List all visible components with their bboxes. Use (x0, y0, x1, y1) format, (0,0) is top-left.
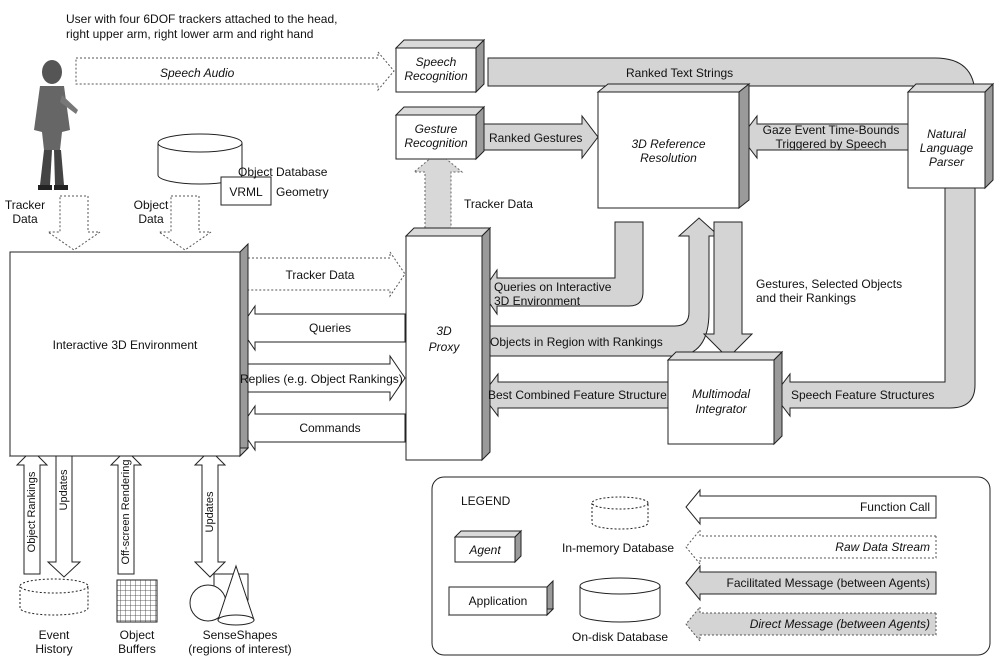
interactive-3d-environment-label: Interactive 3D Environment (52, 338, 198, 352)
multimodal-integrator-box (666, 350, 784, 446)
legend-title: LEGEND (461, 494, 511, 508)
object-database-label: Object Database (238, 165, 328, 179)
object-rankings-arrow (15, 449, 49, 575)
object-data-label2: Data (138, 212, 164, 226)
speech-recognition-label2: Recognition (404, 69, 468, 83)
tracker-data-env-label: Tracker Data (285, 268, 355, 282)
replies-arrow (239, 354, 406, 402)
legend-on-disk-label: On-disk Database (572, 630, 669, 644)
speech-recognition-box (394, 38, 486, 94)
legend-agent-label: Agent (469, 543, 501, 557)
user-figure-icon (34, 60, 78, 190)
nl-parser-label2: Language (919, 141, 974, 155)
queries-label: Queries (308, 321, 352, 335)
offscreen-rendering-arrow (109, 449, 143, 575)
commands-label: Commands (299, 421, 361, 435)
nl-parser-label3: Parser (928, 155, 965, 169)
gesture-recognition-label2: Recognition (404, 136, 468, 150)
ranked-gestures-label: Ranked Gestures (489, 131, 583, 145)
legend-function-call-label: Function Call (859, 500, 930, 514)
reference-resolution-label2: Resolution (640, 151, 697, 165)
gestures-selected-label1: Gestures, Selected Objects (756, 277, 903, 291)
nl-parser-label1: Natural (927, 127, 966, 141)
tracker-data-user-label2: Data (12, 212, 38, 226)
best-combined-label: Best Combined Feature Structure (488, 388, 667, 402)
proxy-label2: Proxy (428, 340, 460, 354)
senseshapes-icon (189, 564, 255, 626)
object-buffers-label1: Object (119, 628, 155, 642)
replies-label: Replies (e.g. Object Rankings) (240, 372, 403, 386)
user-caption-line2: right upper arm, right lower arm and rig… (66, 27, 314, 41)
user-caption-line1: User with four 6DOF trackers attached to… (66, 12, 338, 26)
updates-left-arrow (46, 449, 82, 578)
multimodal-integrator-label1: Multimodal (691, 387, 751, 401)
speech-audio-arrow (75, 50, 395, 92)
tracker-data-user-arrow (46, 195, 102, 251)
gaze-event-label1: Gaze Event Time-Bounds (762, 123, 900, 137)
legend-in-memory-label: In-memory Database (562, 541, 675, 555)
gestures-selected-arrow (702, 221, 754, 359)
vrml-label: VRML (229, 185, 263, 199)
legend-direct-label: Direct Message (between Agents) (749, 617, 930, 631)
offscreen-rendering-label: Off-screen Rendering (120, 459, 132, 565)
tracker-data-up-label: Tracker Data (464, 197, 533, 211)
gesture-recognition-label1: Gesture (414, 122, 458, 136)
queries-interactive-label1: Queries on Interactive (494, 280, 612, 294)
event-history-icon (19, 578, 89, 616)
ranked-text-label: Ranked Text Strings (626, 66, 734, 80)
queries-interactive-label2: 3D Environment (494, 294, 581, 308)
interactive-3d-environment-box (8, 242, 250, 458)
proxy-box (404, 226, 492, 462)
nl-parser-box (906, 82, 995, 190)
tracker-data-env-arrow (239, 250, 406, 298)
reference-resolution-label1: 3D Reference (631, 137, 706, 151)
tracker-data-up-arrow (412, 151, 464, 237)
queries-interactive-arrow (481, 221, 644, 316)
legend-raw-data-label: Raw Data Stream (835, 540, 930, 554)
multimodal-integrator-label2: Integrator (695, 402, 747, 416)
object-data-label1: Object (133, 198, 169, 212)
reference-resolution-box (596, 82, 751, 210)
speech-features-arrow (773, 187, 976, 418)
event-history-label1: Event (38, 628, 70, 642)
legend-facilitated-label: Facilitated Message (between Agents) (726, 576, 930, 590)
senseshapes-label2: (regions of interest) (188, 642, 292, 656)
speech-recognition-label1: Speech (415, 55, 457, 69)
legend-panel (431, 476, 991, 656)
senseshapes-label1: SenseShapes (202, 628, 278, 642)
gaze-event-label2: Triggered by Speech (775, 137, 887, 151)
proxy-label1: 3D (436, 324, 452, 338)
object-data-arrow (157, 195, 213, 251)
updates-right-label: Updates (204, 491, 216, 533)
object-buffers-icon (116, 579, 158, 623)
tracker-data-user-label1: Tracker (4, 198, 46, 212)
legend-application-label: Application (468, 594, 528, 608)
speech-features-label: Speech Feature Structures (791, 388, 935, 402)
gestures-selected-label2: and their Rankings (756, 291, 857, 305)
object-buffers-label2: Buffers (118, 642, 156, 656)
object-database-icon (157, 133, 272, 206)
objects-region-label: Objects in Region with Rankings (490, 335, 663, 349)
event-history-label2: History (35, 642, 73, 656)
gesture-recognition-box (394, 105, 486, 161)
ranked-gestures-arrow (481, 114, 599, 160)
geometry-label: Geometry (276, 185, 329, 199)
speech-audio-label: Speech Audio (160, 66, 235, 80)
updates-left-label: Updates (58, 469, 70, 511)
object-rankings-label: Object Rankings (26, 471, 38, 553)
